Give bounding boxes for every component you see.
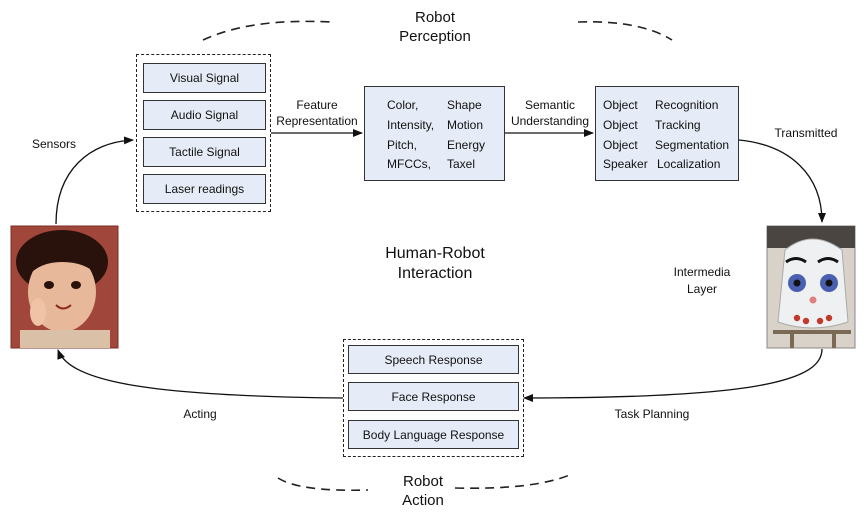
understanding-row4-right: Localization (657, 157, 721, 171)
features-panel: Color, Shape Intensity, Motion Pitch, En… (364, 86, 505, 181)
signal-box-visual: Visual Signal (143, 63, 266, 93)
feature-row2-left: Intensity, (387, 118, 435, 132)
feature-row4-right: Taxel (447, 157, 476, 171)
arrow-sensors (55, 136, 134, 225)
understanding-row2-right: Tracking (655, 118, 701, 132)
understanding-row3-left: Object (603, 138, 638, 152)
perception-title-line2: Perception (399, 28, 471, 45)
understanding-row1-left: Object (603, 98, 638, 112)
understanding-row2-left: Object (603, 118, 638, 132)
signal-box-audio: Audio Signal (143, 100, 266, 130)
sensors-label: Sensors (31, 137, 77, 151)
transmitted-label: Transmitted (774, 126, 838, 140)
feature-row3-right: Energy (447, 138, 486, 152)
perception-arc-right (577, 21, 673, 41)
action-title-line1: Robot (402, 473, 444, 490)
response-box-face: Face Response (348, 382, 519, 411)
child-photo (10, 225, 119, 349)
response-box-speech: Speech Response (348, 345, 519, 374)
responses-group (343, 339, 524, 457)
feature-label-line2: Representation (276, 114, 358, 128)
intermedia-label-line1: Intermedia (673, 265, 731, 279)
understanding-row4-left: Speaker (603, 157, 648, 171)
signals-group (136, 54, 271, 212)
perception-arc-left (202, 20, 331, 41)
understanding-panel: Object Recognition Object Tracking Objec… (595, 86, 739, 181)
semantic-label-line1: Semantic (524, 98, 576, 112)
center-title-line2: Interaction (397, 265, 473, 282)
feature-row1-left: Color, (387, 98, 419, 112)
task-planning-label: Task Planning (614, 407, 690, 421)
feature-label-line1: Feature (296, 98, 338, 112)
arrow-task-planning (523, 348, 823, 402)
acting-label: Acting (183, 407, 217, 421)
signal-box-laser: Laser readings (143, 174, 266, 204)
feature-row1-right: Shape (447, 98, 482, 112)
action-arc-left (277, 477, 369, 492)
understanding-row3-right: Segmentation (655, 138, 730, 152)
semantic-label-line2: Understanding (510, 114, 590, 128)
action-arc-right (454, 473, 573, 490)
feature-row4-left: MFCCs, (387, 157, 431, 171)
understanding-row1-right: Recognition (655, 98, 719, 112)
arrow-transmitted (738, 139, 826, 223)
perception-title-line1: Robot (414, 9, 456, 26)
action-title-line2: Action (402, 492, 444, 509)
feature-row3-left: Pitch, (387, 138, 418, 152)
intermedia-label-line2: Layer (686, 282, 718, 296)
robot-photo (766, 225, 856, 349)
arrow-acting (57, 349, 344, 399)
signal-box-tactile: Tactile Signal (143, 137, 266, 167)
feature-row2-right: Motion (447, 118, 484, 132)
center-title-line1: Human-Robot (385, 245, 485, 262)
response-box-body-language: Body Language Response (348, 420, 519, 449)
